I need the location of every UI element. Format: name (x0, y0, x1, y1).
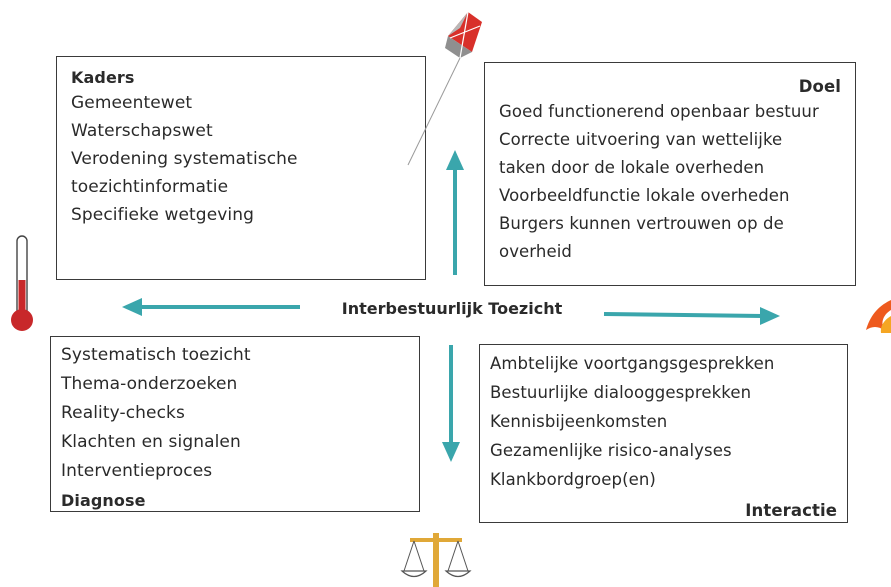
interactie-item: Gezamenlijke risico-analyses (490, 441, 732, 460)
diagnose-heading: Diagnose (61, 491, 146, 510)
diagnose-item: Thema-onderzoeken (61, 374, 238, 394)
kaders-item: Gemeentewet (71, 93, 193, 113)
interactie-box: Ambtelijke voortgangsgesprekken Bestuurl… (479, 344, 848, 523)
doel-item: Goed functionerend openbaar bestuur (499, 102, 819, 121)
kaders-item: toezichtinformatie (71, 177, 229, 197)
interactie-item: Kennisbijeenkomsten (490, 412, 668, 431)
kaders-item: Specifieke wetgeving (71, 205, 255, 225)
arrow-down (442, 345, 460, 462)
kaders-heading: Kaders (71, 68, 135, 87)
doel-item: Correcte uitvoering van wettelijke (499, 130, 783, 149)
doel-item: overheid (499, 242, 572, 261)
kaders-box: Kaders Gemeentewet Waterschapswet Verode… (56, 56, 426, 280)
diagnose-item: Klachten en signalen (61, 432, 241, 452)
doel-item: Voorbeeldfunctie lokale overheden (499, 186, 790, 205)
diagnose-item: Systematisch toezicht (61, 345, 251, 365)
doel-box: Doel Goed functionerend openbaar bestuur… (484, 62, 856, 286)
arrow-up (446, 150, 464, 275)
doel-heading: Doel (798, 77, 841, 96)
fire-icon (866, 300, 891, 333)
arrow-left (122, 298, 300, 316)
thermometer-icon (11, 235, 33, 331)
interactie-item: Bestuurlijke dialooggesprekken (490, 383, 752, 402)
interactie-heading: Interactie (745, 501, 837, 520)
diagnose-item: Reality-checks (61, 403, 185, 423)
scales-icon (400, 533, 472, 587)
interactie-item: Klankbordgroep(en) (490, 470, 656, 489)
center-label: Interbestuurlijk Toezicht (341, 299, 563, 318)
diagnose-box: Systematisch toezicht Thema-onderzoeken … (50, 336, 420, 512)
arrow-right (603, 307, 780, 325)
diagnose-item: Interventieproces (61, 461, 213, 481)
kite-icon (407, 11, 482, 166)
doel-item: Burgers kunnen vertrouwen op de (499, 214, 784, 233)
kaders-item: Waterschapswet (71, 121, 213, 141)
doel-item: taken door de lokale overheden (499, 158, 765, 177)
interactie-item: Ambtelijke voortgangsgesprekken (490, 354, 775, 373)
kaders-item: Verodening systematische (71, 149, 298, 169)
